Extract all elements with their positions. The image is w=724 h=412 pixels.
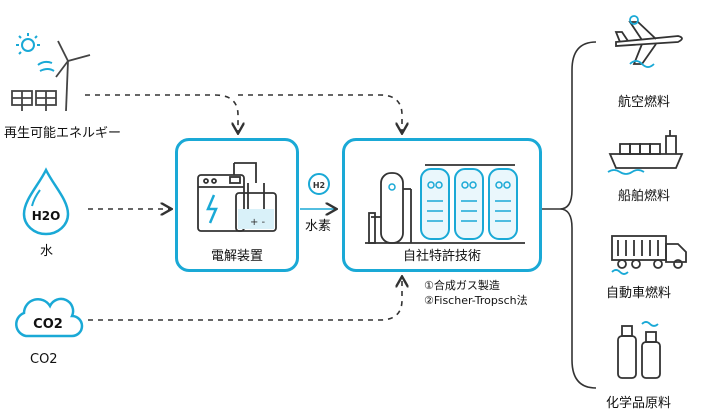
svg-text:+ -: + - <box>250 217 266 228</box>
arrow-co2-proprietary <box>88 278 402 321</box>
arrow-renewable-electrolysis <box>85 94 238 132</box>
output-brace <box>559 41 597 389</box>
output-label-truck: 自動車燃料 <box>606 286 672 301</box>
output-label-chemicals: 化学品原料 <box>606 396 672 411</box>
water-label: 水 <box>40 244 54 259</box>
airplane-icon <box>614 15 683 68</box>
co2-label: CO2 <box>30 352 58 367</box>
co2-formula: CO2 <box>33 317 63 332</box>
renewable-energy-icon <box>11 33 91 112</box>
hydrogen-badge-text: H2 <box>313 181 325 190</box>
hydrogen-badge-icon: H2 <box>308 173 330 195</box>
electrolysis-label: 電解装置 <box>210 249 263 264</box>
electrolysis-box: + - 電解装置 <box>175 138 299 272</box>
water-formula: H2O <box>32 209 61 223</box>
ship-icon <box>607 130 684 175</box>
renewable-energy-label: 再生可能エネルギー <box>4 126 122 141</box>
hydrogen-label: 水素 <box>305 219 332 234</box>
output-label-aviation: 航空燃料 <box>618 95 671 110</box>
proprietary-tech-label: 自社特許技術 <box>402 249 481 264</box>
proprietary-tech-box: 自社特許技術 <box>342 138 542 272</box>
process-note-2: ②Fischer-Tropsch法 <box>424 294 528 307</box>
process-note-1: ①合成ガス製造 <box>424 279 500 292</box>
arrow-renewable-proprietary <box>238 94 402 132</box>
output-label-ship: 船舶燃料 <box>618 189 671 204</box>
co2-cloud-icon: CO2 <box>15 297 84 338</box>
water-drop-icon: H2O <box>22 167 70 236</box>
chemical-bottles-icon <box>617 321 661 379</box>
electrolyzer-icon: + - <box>197 162 277 232</box>
reactor-icon <box>365 164 525 244</box>
truck-icon <box>611 235 687 275</box>
